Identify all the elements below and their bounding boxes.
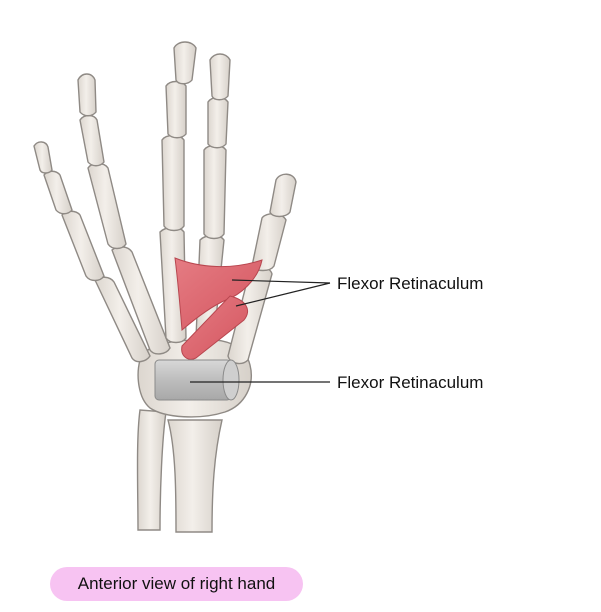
ring-finger-distal-phalanx	[77, 73, 97, 117]
middle-finger-middle-phalanx	[165, 80, 187, 139]
leader-line-upper-b	[235, 282, 331, 307]
retinaculum-band-end	[222, 359, 240, 401]
index-finger-distal-phalanx	[209, 53, 231, 101]
index-finger-proximal-phalanx	[203, 144, 227, 240]
caption-badge: Anterior view of right hand	[50, 567, 303, 601]
label-flexor-retinaculum-upper: Flexor Retinaculum	[337, 274, 484, 293]
leader-line-upper-a	[231, 279, 331, 284]
little-finger-middle-phalanx	[43, 170, 73, 215]
little-finger-proximal-phalanx	[61, 210, 105, 282]
leader-lines	[190, 279, 331, 383]
radius-bone	[167, 419, 223, 533]
retinaculum-band	[154, 359, 232, 401]
gray-retinaculum-band	[154, 359, 240, 401]
index-finger-middle-phalanx	[207, 96, 229, 149]
label-flexor-retinaculum-lower: Flexor Retinaculum	[337, 373, 484, 392]
red-muscle-highlight	[174, 257, 263, 360]
ulna-bone	[136, 409, 167, 531]
little-finger-distal-phalanx	[33, 141, 53, 174]
ring-finger-middle-phalanx	[79, 114, 105, 167]
muscle-lower-part	[181, 295, 248, 360]
thumb-distal-phalanx	[269, 173, 297, 218]
middle-finger-distal-phalanx	[173, 41, 197, 85]
bones	[33, 41, 297, 533]
ring-finger-proximal-phalanx	[87, 162, 127, 250]
middle-finger-proximal-phalanx	[161, 134, 185, 232]
